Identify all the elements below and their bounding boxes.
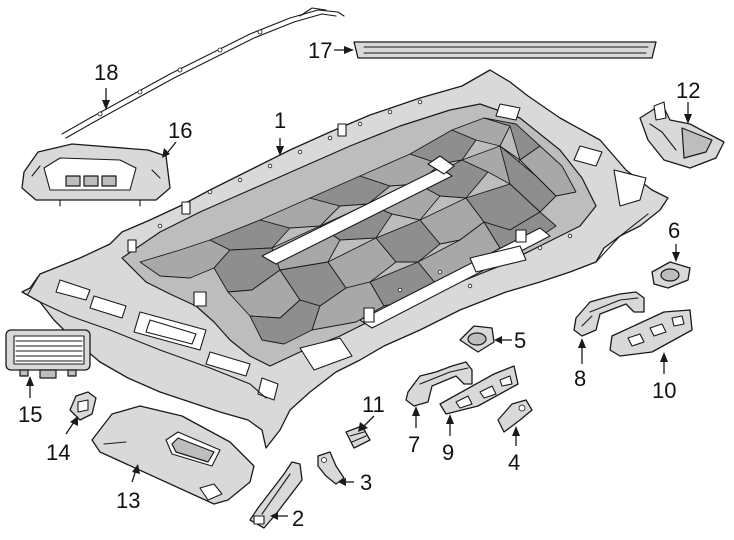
handle-bracket-part <box>609 309 693 357</box>
small-clip-part <box>345 425 371 449</box>
front-grab-handle-part <box>405 361 473 407</box>
lamp-grille-part <box>5 329 91 379</box>
leader-lines <box>26 46 692 520</box>
callout-3: 3 <box>360 470 372 495</box>
small-bracket-part <box>497 399 533 433</box>
callout-18: 18 <box>94 60 118 85</box>
callout-8: 8 <box>574 366 586 391</box>
rear-grab-handle-part <box>573 291 645 337</box>
headliner-part <box>21 69 669 449</box>
callout-15: 15 <box>18 402 42 427</box>
visor-bracket-part <box>249 461 303 529</box>
callout-12: 12 <box>676 78 700 103</box>
callout-13: 13 <box>116 488 140 513</box>
harness-strip-part <box>61 7 345 139</box>
callout-7: 7 <box>408 432 420 457</box>
dome-cup-part <box>459 325 495 353</box>
overhead-console-part <box>21 143 171 207</box>
callout-9: 9 <box>442 440 454 465</box>
callout-11: 11 <box>362 392 385 417</box>
trim-strip-part <box>353 41 657 59</box>
callout-2: 2 <box>292 506 304 531</box>
callout-5: 5 <box>514 328 526 353</box>
front-handle-bracket-part <box>439 365 519 415</box>
callout-17: 17 <box>308 38 332 63</box>
callout-16: 16 <box>168 118 192 143</box>
switch-part <box>69 391 97 421</box>
callout-labels: 1 2 3 4 5 6 7 8 9 10 11 12 13 14 15 16 1… <box>18 38 700 531</box>
callout-1: 1 <box>274 108 286 133</box>
callout-4: 4 <box>508 450 520 475</box>
round-clip-part <box>651 261 691 289</box>
callout-6: 6 <box>668 218 680 243</box>
sun-visor-part <box>91 405 255 505</box>
callout-14: 14 <box>46 440 70 465</box>
callout-10: 10 <box>652 378 676 403</box>
rear-bracket-part <box>639 101 725 169</box>
hook-part <box>317 451 345 485</box>
